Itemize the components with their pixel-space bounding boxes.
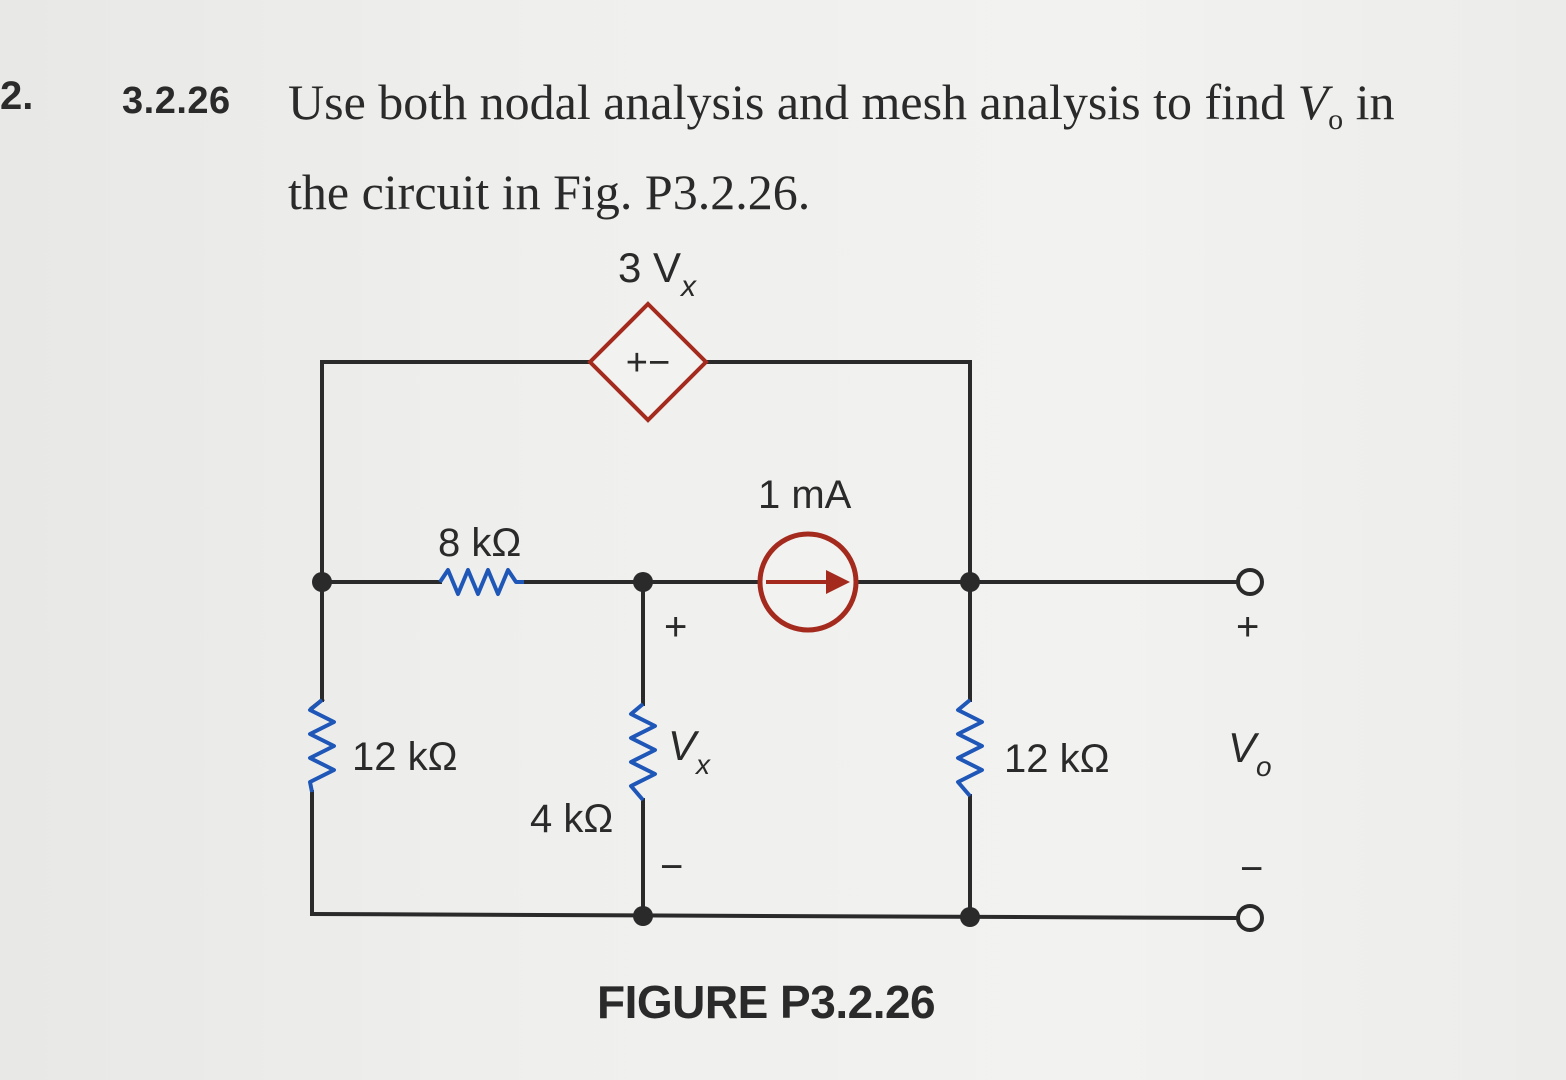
problem-variable-sub: o — [1328, 103, 1344, 136]
dependent-voltage-source-icon: +− — [587, 301, 709, 423]
vx-plus-sign: + — [664, 605, 687, 649]
problem-line-1: Use both nodal analysis and mesh analysi… — [288, 66, 1488, 156]
wire-bottom — [309, 911, 1239, 921]
vx-minus-sign: − — [660, 845, 683, 889]
wires — [309, 360, 1242, 921]
problem-line-1-pre: Use both nodal analysis and mesh analysi… — [288, 74, 1298, 130]
current-arrow-head — [826, 570, 850, 594]
problem-variable: V — [1297, 74, 1329, 130]
resistor-left-12k-label: 12 kΩ — [352, 735, 458, 779]
resistor-icon — [629, 702, 657, 802]
vo-label-main: V — [1228, 724, 1260, 771]
node-icon — [960, 572, 980, 592]
current-source-icon — [757, 531, 859, 633]
dependent-source-label: 3 Vx — [618, 244, 697, 303]
vo-minus-sign: − — [1240, 847, 1263, 891]
vo-label: Vo — [1228, 724, 1272, 782]
node-icon — [312, 572, 332, 592]
vx-label: Vx — [668, 722, 711, 780]
vx-label-sub: x — [694, 749, 711, 780]
node-icon — [633, 572, 653, 592]
resistor-right-12k-label: 12 kΩ — [1004, 737, 1110, 781]
output-terminals — [1236, 568, 1264, 932]
previous-problem-number: 2. — [0, 74, 34, 118]
dependent-source-label-sub: x — [679, 270, 697, 303]
resistor-icon — [438, 568, 524, 596]
resistor-8k-label: 8 kΩ — [438, 521, 521, 565]
dependent-source-label-main: 3 V — [618, 244, 681, 291]
terminal-icon — [1236, 568, 1264, 596]
problem-number: 3.2.26 — [122, 80, 231, 122]
vo-label-sub: o — [1256, 751, 1272, 782]
problem-line-1-post: in — [1343, 74, 1395, 130]
resistor-4k-label: 4 kΩ — [530, 797, 613, 841]
nodes — [312, 572, 980, 927]
resistors — [308, 568, 984, 802]
dependent-source-polarity: +− — [626, 342, 670, 384]
figure-caption: FIGURE P3.2.26 — [597, 976, 936, 1028]
problem-line-2: the circuit in Fig. P3.2.26. — [288, 164, 811, 220]
resistor-icon — [308, 698, 336, 793]
resistor-icon — [956, 698, 984, 798]
vx-label-main: V — [668, 722, 700, 769]
node-icon — [960, 907, 980, 927]
current-source-label: 1 mA — [758, 473, 852, 517]
node-icon — [633, 906, 653, 926]
problem-statement: Use both nodal analysis and mesh analysi… — [288, 66, 1488, 228]
vo-plus-sign: + — [1236, 605, 1259, 649]
terminal-icon — [1236, 904, 1264, 932]
